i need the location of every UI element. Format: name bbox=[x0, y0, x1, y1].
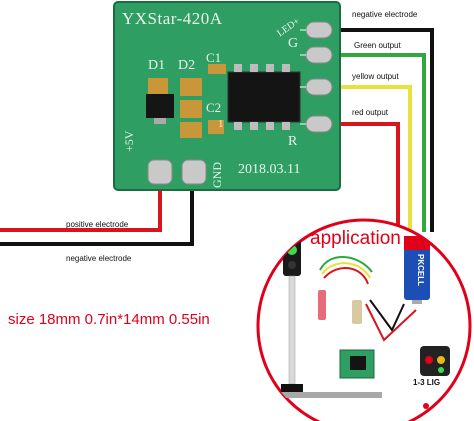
label-green-output: Green output bbox=[354, 41, 401, 50]
yellow-output-wire bbox=[318, 85, 412, 232]
ic-chip bbox=[227, 71, 301, 123]
label-red-output: red output bbox=[352, 108, 389, 117]
pad-gnd bbox=[181, 159, 207, 185]
pad-5v bbox=[147, 159, 173, 185]
board-model-text: YXStar-420A bbox=[122, 9, 223, 28]
pin-r-label: R bbox=[288, 134, 298, 149]
label-negative-electrode-top: negative electrode bbox=[352, 10, 418, 19]
d1-label: D1 bbox=[148, 58, 166, 73]
battery bbox=[404, 236, 430, 300]
green-output-wire bbox=[318, 53, 426, 232]
c1-label: C1 bbox=[206, 50, 222, 65]
label-positive-electrode: positive electrode bbox=[66, 220, 129, 229]
application-title: application bbox=[310, 228, 401, 249]
pin-g-label: G bbox=[288, 36, 299, 51]
red-output-wire bbox=[318, 122, 400, 232]
negative-wire-top bbox=[318, 28, 434, 232]
transistor bbox=[146, 94, 174, 118]
c2-label: C2 bbox=[206, 100, 222, 115]
positive-wire bbox=[0, 178, 162, 232]
battery-brand-label: PKCELL bbox=[416, 254, 425, 286]
board-date-text: 2018.03.11 bbox=[238, 162, 301, 177]
label-negative-electrode-bottom: negative electrode bbox=[66, 254, 132, 263]
signal-head bbox=[283, 240, 301, 276]
legend-traffic-light bbox=[420, 346, 450, 376]
negative-wire-bottom bbox=[0, 178, 194, 246]
d2-label: D2 bbox=[178, 58, 196, 73]
label-yellow-output: yellow output bbox=[352, 72, 399, 81]
size-specification: size 18mm 0.7in*14mm 0.55in bbox=[8, 311, 210, 328]
legend-1-3-lights: 1-3 LIG bbox=[413, 378, 441, 387]
pin1-label: 1 bbox=[218, 118, 224, 130]
signal-pole bbox=[288, 275, 296, 385]
